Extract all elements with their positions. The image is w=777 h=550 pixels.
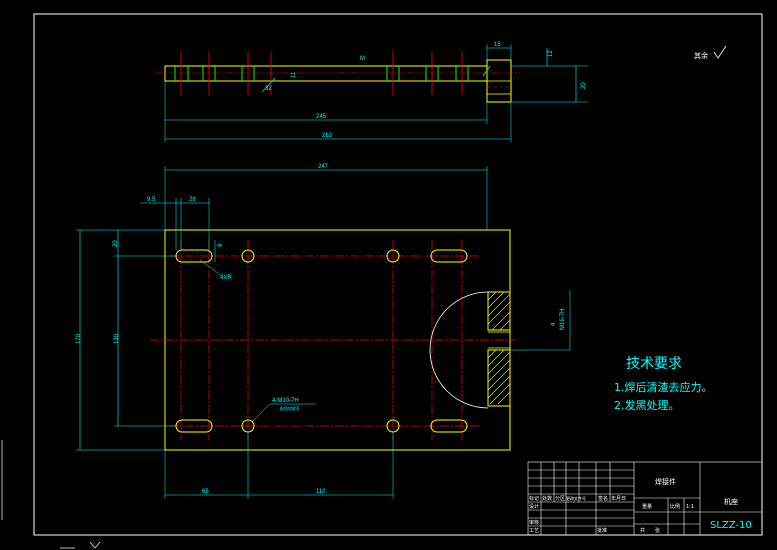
- dim-slot-w: 9: [218, 243, 224, 247]
- title-block: [527, 461, 763, 536]
- roughness-icon: [713, 45, 727, 59]
- dim-inner: 130: [114, 333, 120, 344]
- top-view: M 11 32 15 12 20 245 263: [155, 42, 588, 142]
- tech-req-item-1: 1.焊后清渣去应力。: [614, 380, 713, 394]
- dim-263: 263: [322, 133, 333, 139]
- drawing-number: SLZZ-10: [710, 520, 752, 531]
- plate-outline: [164, 65, 488, 82]
- side-dim: 4: [551, 322, 557, 326]
- sheet-label: 共: [640, 527, 645, 534]
- part-label: 机座: [724, 497, 738, 506]
- row-label-3: 更改文件号: [566, 495, 586, 501]
- hole-callout: 4-M10-7H: [272, 398, 299, 404]
- dim-width: 15: [494, 42, 501, 48]
- left-label-2: 工艺: [529, 528, 539, 534]
- scale-label: 比例: [670, 503, 680, 510]
- ucs-icon: [1, 440, 101, 549]
- thread-symbol: M: [360, 56, 365, 62]
- scale-value: 1:1: [686, 504, 694, 510]
- row-label-4: 签名: [598, 495, 608, 502]
- sheet-value: 张: [655, 527, 660, 534]
- hole-sub: 配钻铰底孔: [280, 405, 300, 411]
- row-label-1: 处数: [542, 495, 552, 502]
- drawing-border: [33, 13, 763, 536]
- row-label-0: 标记: [529, 495, 539, 502]
- chamfer-dim: 32: [265, 86, 272, 92]
- dim-tab: 12: [548, 50, 554, 57]
- row-label-2: 分区: [555, 495, 565, 502]
- dim-slot-top: 20: [113, 240, 119, 247]
- dim-thickness: 20: [581, 82, 587, 89]
- front-view: 247 9.5 28 20 9 4XR 170 130 4-M10-7H 配钻铰…: [76, 164, 571, 499]
- centerlines: [150, 240, 515, 440]
- dim-247: 247: [318, 164, 329, 170]
- dim-spacing: 28: [189, 197, 196, 203]
- tech-req-title: 技术要求: [626, 356, 682, 372]
- part-name: 焊接件: [655, 477, 676, 486]
- left-label-3: 批准: [597, 527, 607, 534]
- hatching: [487, 291, 511, 405]
- left-label-1: 审核: [529, 519, 539, 526]
- dim-edge: 9.5: [147, 197, 156, 203]
- dim-bottom-left: 65: [202, 489, 209, 495]
- row-label-5: 年月日: [611, 495, 626, 502]
- scale-label-weight: 重量: [642, 503, 652, 510]
- side-thread: M16-7H: [560, 309, 566, 330]
- boss-arc: [429, 291, 489, 409]
- tech-req-item-2: 2.发黑处理。: [614, 398, 680, 412]
- dim-height: 170: [76, 333, 82, 344]
- top-hole-centerlines: [180, 52, 463, 95]
- dim-245: 245: [316, 114, 327, 120]
- roughness-note: 其余: [694, 51, 708, 60]
- thread-dim: 11: [291, 71, 297, 78]
- holes: [241, 249, 400, 433]
- dim-bottom-mid: 110: [316, 489, 326, 495]
- slot-callout: 4XR: [220, 275, 232, 281]
- left-label-0: 设计: [529, 503, 539, 510]
